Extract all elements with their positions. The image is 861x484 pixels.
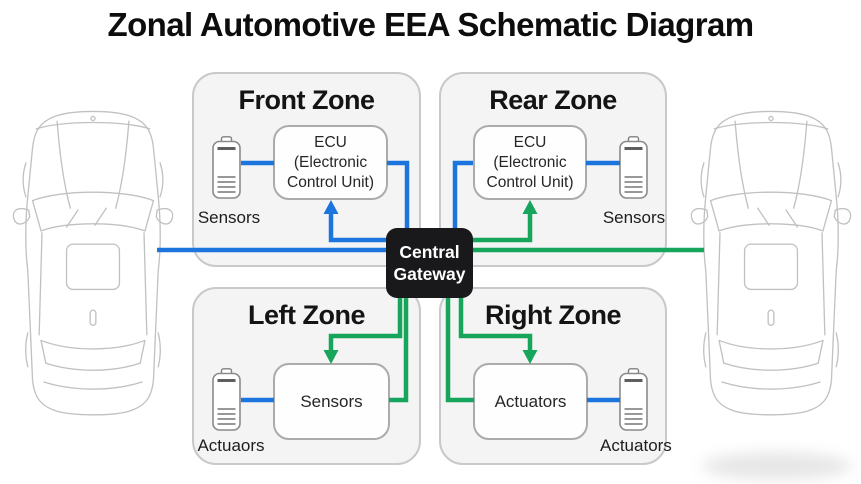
zone-right-title: Right Zone (485, 300, 621, 330)
battery-icon-right (619, 368, 648, 431)
front-ecu-line2: (Electronic (293, 153, 368, 171)
battery-icon-front (212, 136, 241, 199)
left-device-label: Actuaors (197, 436, 265, 455)
zone-front-title: Front Zone (238, 85, 375, 115)
car-top-view-icon-left (12, 110, 174, 416)
battery-icon-left (212, 368, 241, 431)
battery-icon-rear (619, 136, 648, 199)
front-device-label: Sensors (197, 208, 261, 227)
rear-ecu-line3: Control Unit) (486, 173, 574, 191)
central-gateway-label-line1: Central (399, 242, 460, 262)
rear-device-label: Sensors (602, 208, 666, 227)
zone-rear-title: Rear Zone (489, 85, 617, 115)
right-device-label: Actuators (600, 436, 672, 455)
car-shadow (702, 452, 852, 480)
left-sensors-node-label: Sensors (300, 391, 363, 411)
rear-ecu-line1: ECU (513, 133, 547, 151)
right-actuators-node: Actuators (473, 363, 588, 440)
car-top-view-icon-right (690, 110, 852, 416)
front-ecu-node: ECU (Electronic Control Unit) (273, 125, 388, 200)
zone-left-title: Left Zone (248, 300, 366, 330)
right-actuators-node-label: Actuators (494, 391, 567, 411)
page-title: Zonal Automotive EEA Schematic Diagram (107, 6, 755, 43)
front-ecu-line1: ECU (314, 133, 347, 151)
front-ecu-line3: Control Unit) (287, 173, 374, 191)
rear-ecu-line2: (Electronic (493, 153, 567, 171)
central-gateway-label-line2: Gateway (393, 264, 466, 284)
left-sensors-node: Sensors (273, 363, 390, 440)
central-gateway-node: Central Gateway (386, 228, 473, 298)
rear-ecu-node: ECU (Electronic Control Unit) (473, 125, 587, 200)
